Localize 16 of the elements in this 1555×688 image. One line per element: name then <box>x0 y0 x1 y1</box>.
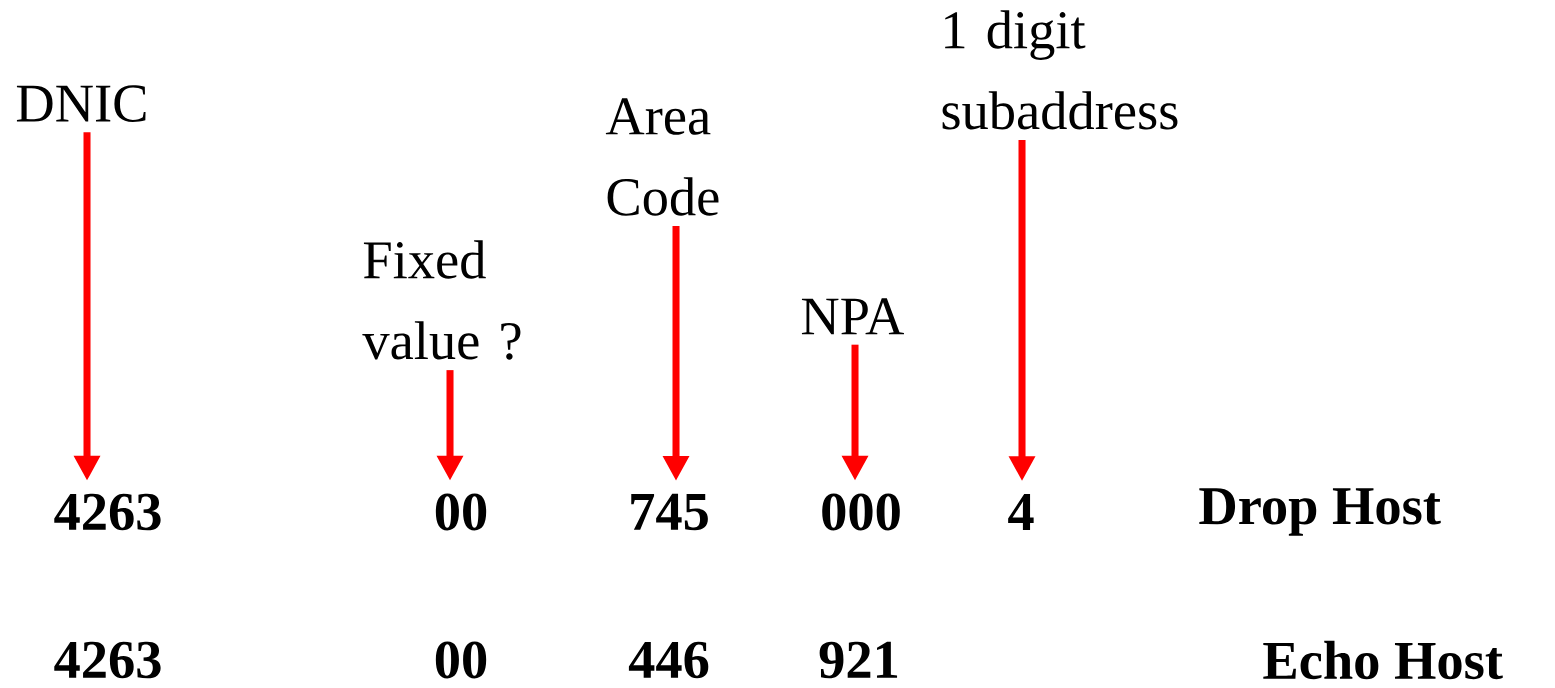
number: 000 <box>822 493 900 531</box>
number: 00 <box>435 641 487 679</box>
row-label: Drop Host <box>1199 488 1441 536</box>
number: 446 <box>628 641 709 679</box>
field-label: 1 digit subaddress <box>942 10 1178 130</box>
row-label: Echo Host <box>1263 640 1503 680</box>
field-label: Area Code <box>605 98 719 216</box>
field-label: DNIC <box>16 85 146 122</box>
number: 921 <box>819 641 898 679</box>
number: 4263 <box>54 641 161 679</box>
number: 745 <box>631 493 708 531</box>
field-label: Fixed value ? <box>362 240 521 360</box>
number: 00 <box>435 493 487 531</box>
number: 4263 <box>54 493 161 531</box>
field-label: NPA <box>801 298 904 335</box>
number: 4 <box>1008 494 1034 530</box>
